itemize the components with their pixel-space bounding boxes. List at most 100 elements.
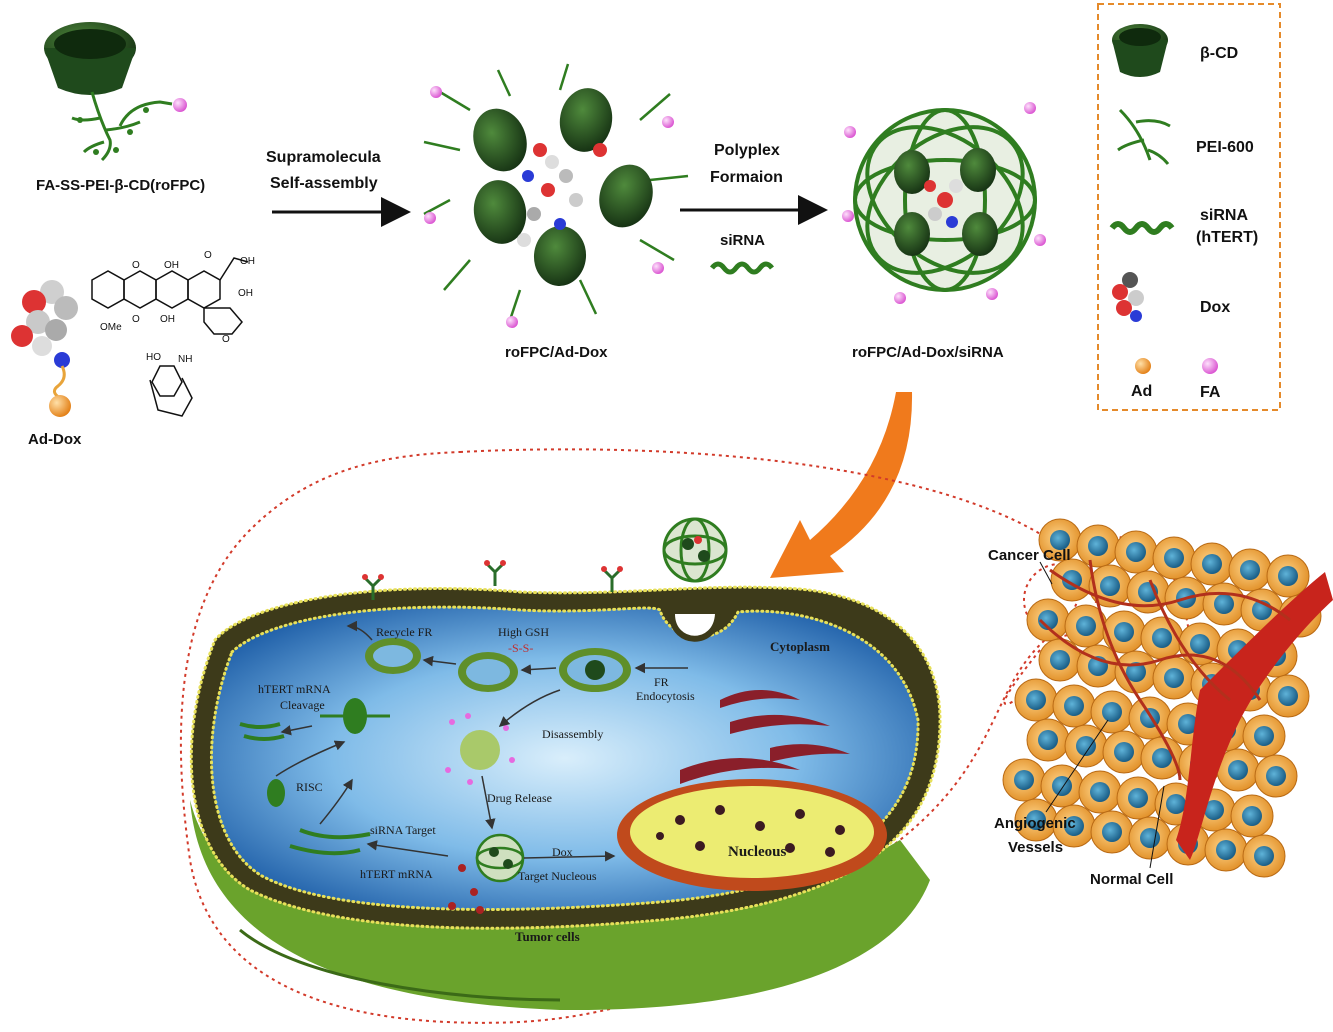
nucleus xyxy=(617,779,887,891)
angiogenic-vessels xyxy=(1038,559,1291,781)
legend-box xyxy=(1097,3,1281,411)
high-gsh-label: High GSH xyxy=(498,625,549,639)
step1-label-line1: Supramolecula xyxy=(266,149,381,166)
tissue-cell-nucleus xyxy=(1064,816,1084,836)
tissue-cell-nucleus xyxy=(1026,810,1046,830)
endosome-fr xyxy=(559,648,631,692)
tissue-cell-nucleus xyxy=(1278,566,1298,586)
ad-dox-molecule-icon xyxy=(11,280,78,417)
legend-pei-label: PEI-600 xyxy=(1196,139,1254,156)
tissue-cell-nucleus xyxy=(1166,794,1186,814)
tumor-cells-label: Tumor cells xyxy=(515,929,580,944)
tissue-cell-nucleus xyxy=(1228,760,1248,780)
endosome-gsh xyxy=(458,652,518,692)
tissue-cell-nucleus xyxy=(1266,766,1286,786)
sirna-helix-icon xyxy=(710,261,774,275)
tissue-cell-nucleus xyxy=(1204,800,1224,820)
tissue-cell-nucleus xyxy=(1014,770,1034,790)
tissue-cell-nucleus xyxy=(1076,616,1096,636)
legend-sirna-icon xyxy=(1109,221,1175,235)
tissue-cell-nucleus xyxy=(1242,806,1262,826)
dox-path-label: Dox xyxy=(552,845,573,859)
legend-ad-icon xyxy=(1135,358,1151,374)
tissue-cell-nucleus xyxy=(1102,822,1122,842)
tissue-cell-nucleus xyxy=(1050,650,1070,670)
dox-chemical-structure xyxy=(91,257,249,417)
legend-dox-label: Dox xyxy=(1200,299,1230,316)
tissue-cell-nucleus xyxy=(1164,548,1184,568)
tissue-cell-nucleus xyxy=(1278,686,1298,706)
legend-fa-label: FA xyxy=(1200,384,1221,401)
legend-dox-icon xyxy=(1112,272,1144,322)
legend-sirna-label-1: siRNA xyxy=(1200,207,1248,224)
fr-endocytosis-label-1: FR xyxy=(654,675,669,689)
tissue-cell-nucleus xyxy=(1190,634,1210,654)
svg-text:OH: OH xyxy=(164,260,179,271)
htert-cleavage-label-2: Cleavage xyxy=(280,698,325,712)
legend-beta-cd-label: β-CD xyxy=(1200,45,1238,62)
tissue-cell-nucleus xyxy=(1254,726,1274,746)
angiogenic-label-1: Angiogenic xyxy=(994,815,1076,832)
svg-text:O: O xyxy=(132,260,140,271)
rofpc-ad-dox-sirna-particle xyxy=(842,102,1046,304)
nucleous-label: Nucleous xyxy=(728,844,787,860)
tissue-cell-nucleus xyxy=(1152,628,1172,648)
tissue-cell-nucleus xyxy=(1164,668,1184,688)
disassembly-label: Disassembly xyxy=(542,727,603,741)
step1-label-line2: Self-assembly xyxy=(270,175,378,192)
legend-beta-cd-icon xyxy=(1112,24,1168,77)
legend-ad-label: Ad xyxy=(1131,383,1152,400)
svg-text:O: O xyxy=(204,250,212,261)
legend-sirna-label-2: (hTERT) xyxy=(1196,229,1258,246)
svg-text:NH: NH xyxy=(178,354,192,365)
angiogenic-label-2: Vessels xyxy=(1008,839,1063,856)
tissue-cluster xyxy=(1002,518,1333,878)
complex2-label: roFPC/Ad-Dox/siRNA xyxy=(852,344,1004,361)
tissue-cell-nucleus xyxy=(1202,554,1222,574)
tissue-cell-nucleus xyxy=(1126,662,1146,682)
incoming-polyplex xyxy=(662,517,728,583)
tissue-cell-nucleus xyxy=(1240,560,1260,580)
legend: β-CD PEI-600 siRNA (hTERT) Dox Ad FA xyxy=(1097,3,1281,411)
tissue-cell-nucleus xyxy=(1090,782,1110,802)
target-nucleous-label: Target Nucleous xyxy=(518,869,597,883)
tissue-cell-nucleus xyxy=(1254,846,1274,866)
cytoplasm-label: Cytoplasm xyxy=(770,639,830,654)
central-polyplex xyxy=(448,833,525,914)
golgi-apparatus xyxy=(680,690,850,784)
risc-complexes xyxy=(267,698,390,807)
svg-text:OH: OH xyxy=(160,314,175,325)
tissue-cell-nucleus xyxy=(1102,702,1122,722)
tissue-cell-nucleus xyxy=(1038,730,1058,750)
fr-endocytosis-label-2: Endocytosis xyxy=(636,689,695,703)
svg-text:OH: OH xyxy=(238,288,253,299)
tissue-cell-nucleus xyxy=(1140,828,1160,848)
drug-label: Ad-Dox xyxy=(28,431,82,448)
risc-label: RISC xyxy=(296,780,323,794)
tissue-cell-nucleus xyxy=(1114,622,1134,642)
tissue-cell-nucleus xyxy=(1050,530,1070,550)
tissue-leader-lines xyxy=(1039,561,1165,869)
carrier-label: FA-SS-PEI-β-CD(roFPC) xyxy=(36,177,205,194)
tissue-cell-nucleus xyxy=(1064,696,1084,716)
legend-fa-icon xyxy=(1202,358,1218,374)
big-orange-arrow xyxy=(770,392,913,578)
tissue-cell-nucleus xyxy=(1100,576,1120,596)
step2-reagent: siRNA xyxy=(720,232,765,249)
htert-mrna-label: hTERT mRNA xyxy=(360,867,433,881)
step2-label-line1: Polyplex xyxy=(714,142,780,159)
tissue-cell-nucleus xyxy=(1214,594,1234,614)
rofpc-ad-dox-particle xyxy=(423,63,689,328)
sirna-strands xyxy=(239,722,371,856)
ss-bond-label: -S-S- xyxy=(508,641,533,655)
cancer-cell-label: Cancer Cell xyxy=(988,547,1071,564)
tissue-cell-nucleus xyxy=(1128,788,1148,808)
tissue-cell-nucleus xyxy=(1152,748,1172,768)
tissue-cell-nucleus xyxy=(1062,570,1082,590)
recycle-label: Recycle FR xyxy=(376,625,432,639)
svg-text:HO: HO xyxy=(146,352,161,363)
drug-release-label: Drug Release xyxy=(487,791,552,805)
